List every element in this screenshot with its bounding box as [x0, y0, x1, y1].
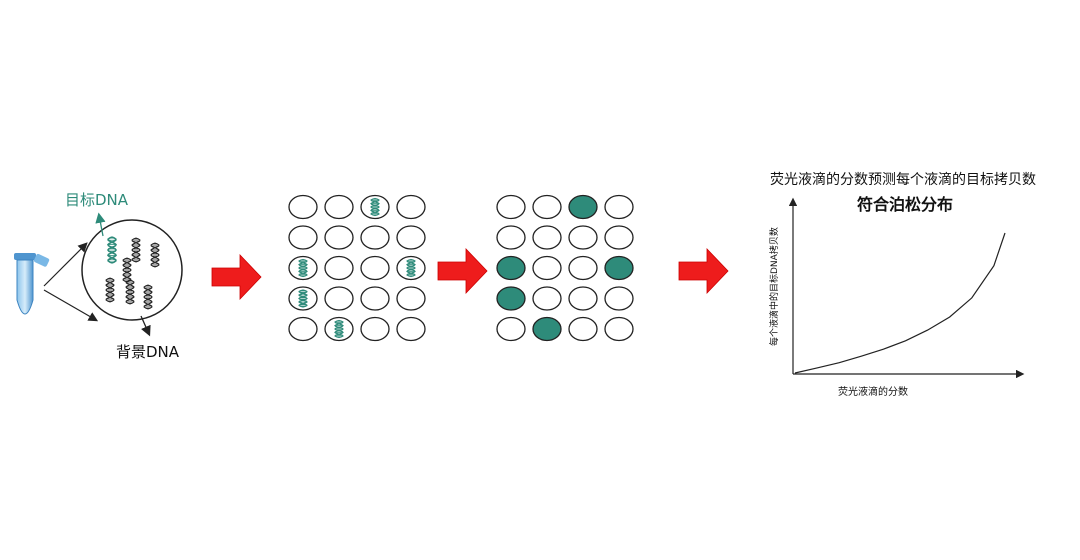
background-dna-label: 背景DNA [116, 343, 180, 361]
droplet [396, 194, 426, 220]
background-dna-pointer [140, 315, 151, 337]
droplet-dna-helix-icon [334, 319, 344, 339]
droplet [324, 194, 354, 220]
droplet [532, 194, 562, 220]
droplet [324, 225, 354, 250]
target-dna-pointer [95, 212, 106, 237]
droplet-positive [496, 286, 526, 311]
droplet [360, 194, 390, 220]
droplet-positive [496, 255, 526, 281]
background-dna-helix-icon [143, 284, 153, 310]
background-dna-helix-icon [150, 242, 160, 268]
droplet [568, 255, 598, 281]
process-arrow-icon [211, 254, 262, 300]
background-dna-helix-icon [122, 257, 132, 283]
background-dna-helix-icon [125, 279, 135, 305]
droplet [288, 225, 318, 250]
droplet [604, 316, 634, 342]
droplet [396, 225, 426, 250]
droplet [396, 286, 426, 311]
droplet [604, 225, 634, 250]
target-dna-helix-icon [107, 236, 117, 264]
droplet [532, 286, 562, 311]
droplet-dna-helix-icon [406, 258, 416, 278]
chart-subtitle: 符合泊松分布 [857, 195, 954, 214]
droplet [604, 286, 634, 311]
sample-dna-group [105, 236, 160, 310]
droplet-positive [568, 194, 598, 220]
droplet [396, 316, 426, 342]
droplet [568, 316, 598, 342]
droplet [324, 286, 354, 311]
process-arrow-icon [437, 248, 488, 294]
droplet [532, 255, 562, 281]
droplet [288, 316, 318, 342]
droplet-dna-helix-icon [370, 197, 380, 217]
y-axis-label: 每个液滴中的目标DNA拷贝数 [770, 227, 780, 346]
droplet [496, 194, 526, 220]
droplet-positive [604, 255, 634, 281]
droplet [360, 316, 390, 342]
droplet-dna-helix-icon [298, 289, 308, 308]
droplet [496, 225, 526, 250]
poisson-chart [788, 197, 1025, 379]
droplet [532, 225, 562, 250]
target-dna-label: 目标DNA [65, 191, 129, 209]
background-dna-helix-icon [131, 237, 141, 263]
droplet-grid-partitioned [288, 194, 426, 342]
droplet [288, 255, 318, 281]
droplet [324, 255, 354, 281]
droplet-dna-helix-icon [298, 258, 308, 278]
droplet [568, 225, 598, 250]
poisson-curve [794, 232, 1006, 374]
droplet-positive [532, 316, 562, 342]
background-dna-helix-icon [105, 277, 115, 303]
split-arrow-up [43, 242, 88, 287]
test-tube-icon [14, 253, 50, 315]
droplet [496, 316, 526, 342]
droplet [288, 194, 318, 220]
droplet [360, 286, 390, 311]
sample-circle [81, 219, 183, 321]
droplet [288, 286, 318, 311]
x-axis-label: 荧光液滴的分数 [838, 387, 908, 398]
droplet [324, 316, 354, 342]
droplet [360, 225, 390, 250]
process-arrow-icon [678, 248, 729, 294]
droplet [396, 255, 426, 281]
droplet [604, 194, 634, 220]
droplet-grid-fluorescent [496, 194, 634, 342]
chart-title: 荧光液滴的分数预测每个液滴的目标拷贝数 [770, 172, 1036, 188]
split-arrow-down [43, 289, 99, 322]
droplet [568, 286, 598, 311]
droplet [360, 255, 390, 281]
